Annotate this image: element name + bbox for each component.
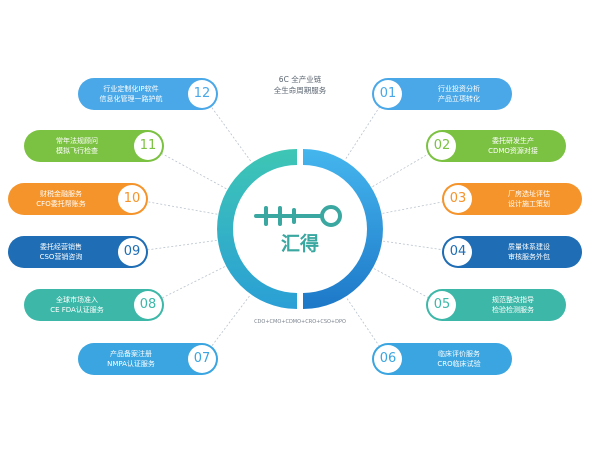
service-item-02: 委托研发生产 CDMO资源对接 02 <box>426 130 566 162</box>
heading-line-2: 全生命周期服务 <box>273 86 327 95</box>
connector-line <box>372 145 443 187</box>
service-number-badge: 09 <box>118 238 146 266</box>
key-logo-icon <box>254 205 342 227</box>
service-item-12: 行业定制化IP软件信息化管理一路护航 12 <box>78 78 218 110</box>
service-line-1: 临床评价服务 <box>438 350 480 358</box>
service-line-1: 财税金融服务 <box>40 190 82 198</box>
service-line-2: CFO委托帮账务 <box>36 200 86 208</box>
service-item-11: 常年法规顾问模拟飞行检查 11 <box>24 130 164 162</box>
service-line-2: CRO临床试验 <box>437 360 481 368</box>
service-line-2: CSO营销咨询 <box>39 253 83 261</box>
service-line-1: 规范整改指导 <box>492 296 534 304</box>
service-line-1: 产品备案注册 <box>110 350 152 358</box>
service-line-1: 质量体系建设 <box>508 243 550 251</box>
service-line-1: 委托研发生产 <box>492 137 534 145</box>
heading-line-1: 6C 全产业链 <box>278 75 322 84</box>
service-line-2: 检验检测服务 <box>492 306 534 314</box>
service-number-badge: 01 <box>374 80 402 108</box>
service-item-08: 全球市场准入 CE FDA认证服务 08 <box>24 289 164 321</box>
service-item-07: 产品备案注册 NMPA认证服务 07 <box>78 343 218 375</box>
service-line-2: 模拟飞行检查 <box>56 147 98 155</box>
ring-inner <box>240 169 360 289</box>
connector-line <box>147 145 227 190</box>
service-number-badge: 08 <box>134 291 162 319</box>
service-item-09: 委托经营销售 CSO营销咨询 09 <box>8 236 148 268</box>
service-line-2: CDMO资源对接 <box>488 147 538 155</box>
service-number-badge: 02 <box>428 132 456 160</box>
service-number-badge: 04 <box>444 238 472 266</box>
service-item-06: 临床评价服务 CRO临床试验 06 <box>372 343 512 375</box>
service-item-05: 规范整改指导检验检测服务 05 <box>426 289 566 321</box>
service-item-03: 厂房选址评估设计施工策划 03 <box>442 183 582 215</box>
service-number-badge: 07 <box>188 345 216 373</box>
service-item-10: 财税金融服务 CFO委托帮账务 10 <box>8 183 148 215</box>
service-line-1: 常年法规顾问 <box>56 137 98 145</box>
service-line-2: 产品立项转化 <box>438 95 480 103</box>
connector-line <box>383 240 459 253</box>
diagram-heading: 6C 全产业链 全生命周期服务 <box>232 74 368 96</box>
service-line-2: NMPA认证服务 <box>107 360 155 368</box>
service-line-2: 设计施工策划 <box>508 200 550 208</box>
service-number-badge: 06 <box>374 345 402 373</box>
service-line-1: 行业投资分析 <box>438 85 480 93</box>
service-number-badge: 10 <box>118 185 146 213</box>
service-chain-label: CDO+CMO+CDMO+CRO+CSO+DPO <box>254 319 346 325</box>
service-line-2: CE FDA认证服务 <box>50 306 104 314</box>
service-item-04: 质量体系建设审核服务外包 04 <box>442 236 582 268</box>
service-line-1: 全球市场准入 <box>56 296 98 304</box>
service-line-1: 委托经营销售 <box>40 243 82 251</box>
service-number-badge: 12 <box>188 80 216 108</box>
service-line-2: 审核服务外包 <box>508 253 550 261</box>
brand-name: 汇得 <box>281 232 319 255</box>
service-number-badge: 03 <box>444 185 472 213</box>
service-item-01: 行业投资分析产品立项转化 01 <box>372 78 512 110</box>
ring-left-half <box>217 149 297 309</box>
ring-right-half <box>303 149 383 309</box>
service-line-1: 厂房选址评估 <box>508 190 550 198</box>
service-number-badge: 05 <box>428 291 456 319</box>
service-line-2: 信息化管理一路护航 <box>99 95 163 103</box>
service-line-1: 行业定制化IP软件 <box>103 85 159 93</box>
service-number-badge: 11 <box>134 132 162 160</box>
